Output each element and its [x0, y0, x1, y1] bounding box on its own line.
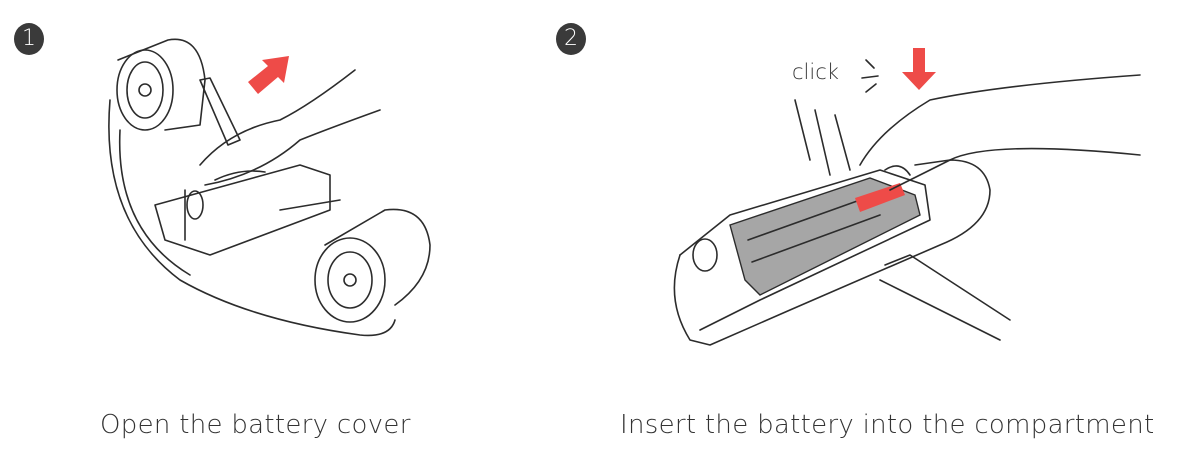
step-1-caption: Open the battery cover	[100, 410, 411, 440]
click-annotation: click	[792, 60, 839, 84]
step-1-badge: 1	[14, 23, 44, 55]
step-2-caption: Insert the battery into the compartment	[620, 410, 1155, 440]
insert-direction-arrow-icon	[902, 48, 936, 90]
click-sound-lines-icon	[861, 59, 879, 93]
open-direction-arrow-icon	[248, 56, 289, 94]
step-2-scooter-illustration	[673, 74, 1141, 346]
step-1-scooter-illustration	[108, 38, 431, 337]
step-2-badge: 2	[556, 23, 586, 55]
